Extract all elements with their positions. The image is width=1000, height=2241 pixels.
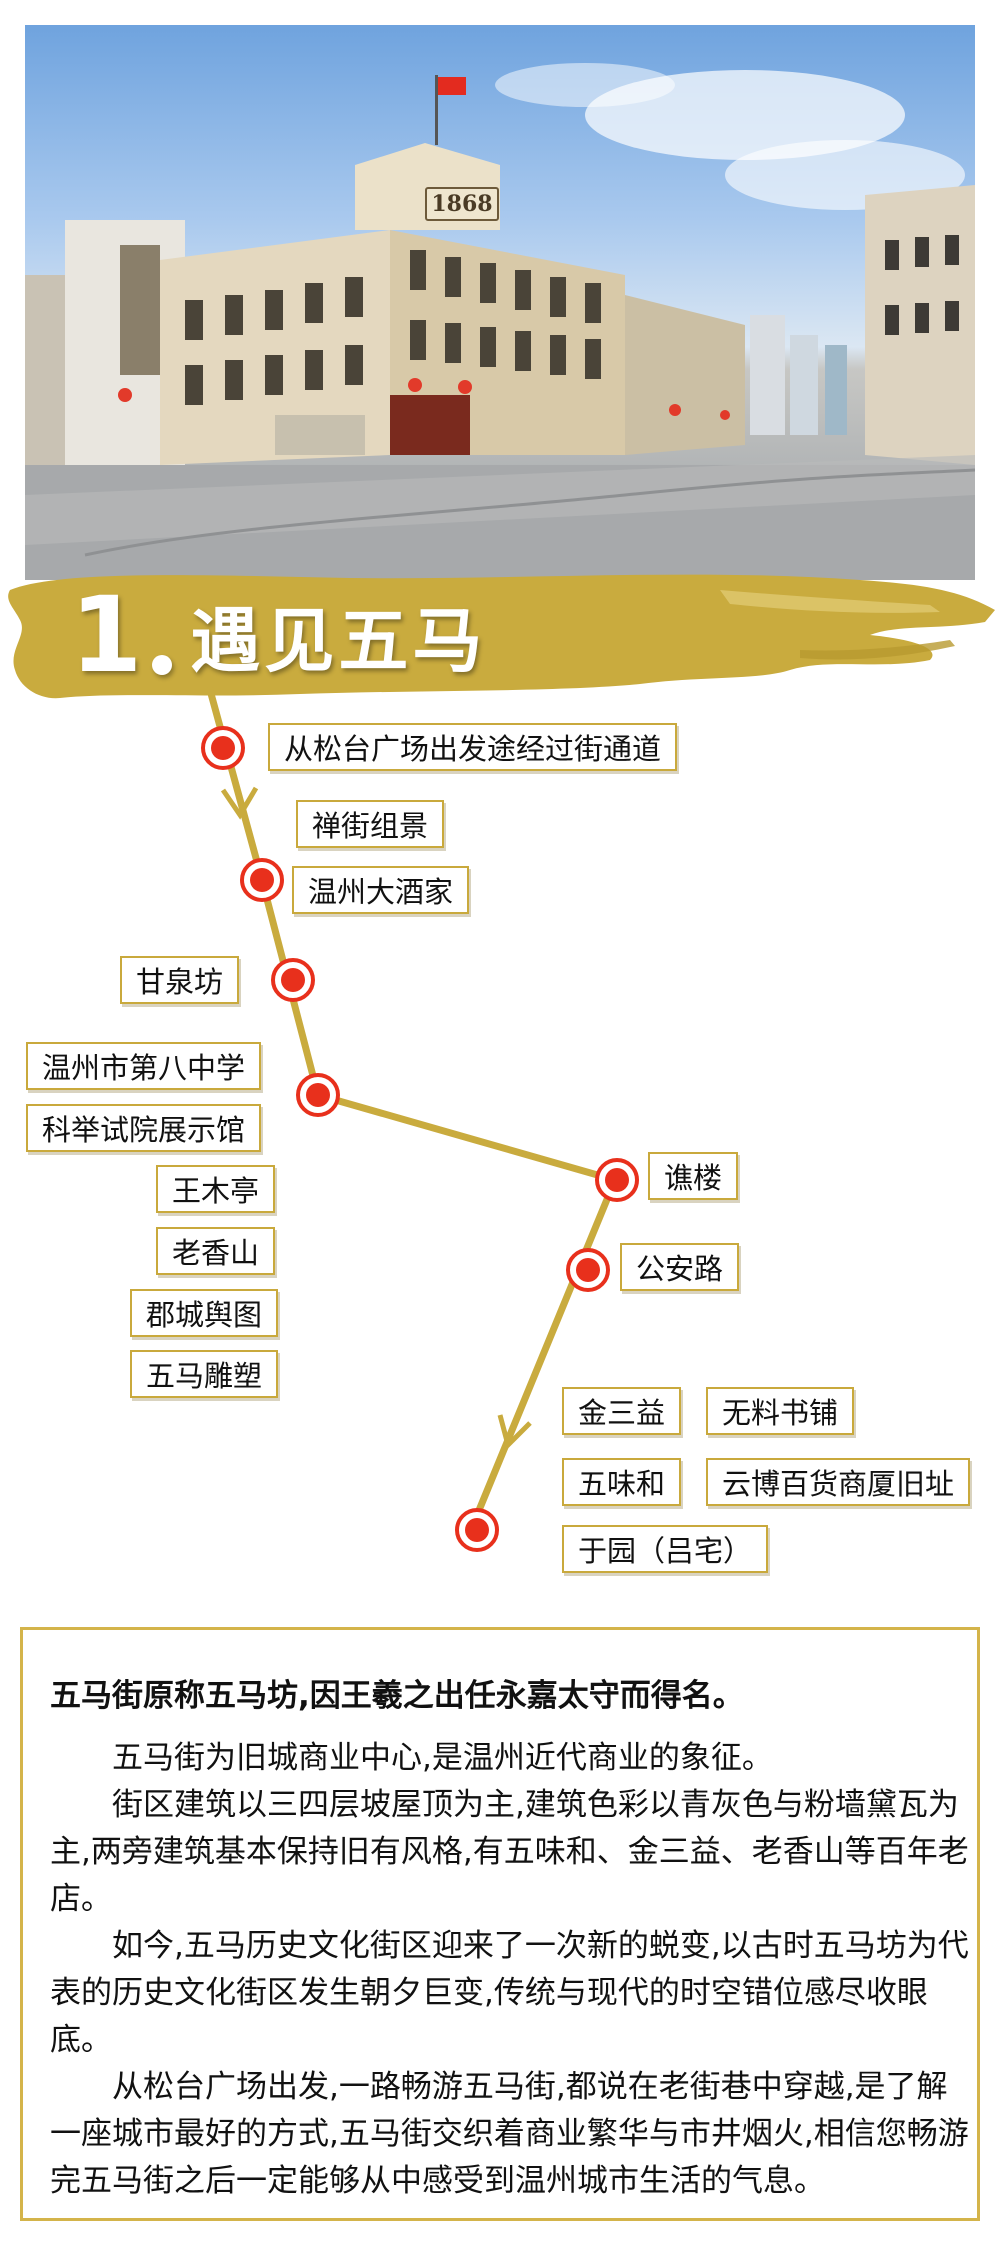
stop-label-wangmu: 王木亭 <box>156 1165 276 1213</box>
section-number-dot <box>152 655 173 675</box>
stop-label-yuyuan: 于园（吕宅） <box>562 1525 769 1573</box>
section-heading: 1 遇见五马 <box>70 575 486 695</box>
card-paragraph: 街区建筑以三四层坡屋顶为主,建筑色彩以青灰色与粉墙黛瓦为主,两旁建筑基本保持旧有… <box>50 1787 969 1917</box>
marker-icon <box>296 1073 340 1117</box>
marker-icon <box>240 858 284 902</box>
stop-label-jinsanyi: 金三益 <box>562 1387 682 1435</box>
marker-icon <box>455 1508 499 1552</box>
direction-arrow-icon <box>497 1414 532 1450</box>
section-title: 遇见五马 <box>190 599 487 682</box>
stop-label-start: 从松台广场出发途经过街通道 <box>268 723 678 771</box>
stop-label-wuliao: 无料书铺 <box>706 1387 855 1435</box>
stop-label-chanjie: 禅街组景 <box>296 800 445 848</box>
card-body: 五马街为旧城商业中心,是温州近代商业的象征。 街区建筑以三四层坡屋顶为主,建筑色… <box>50 1735 970 2205</box>
section-number: 1 <box>70 574 143 696</box>
street-photo: 1868 <box>25 25 975 580</box>
card-paragraph: 如今,五马历史文化街区迎来了一次新的蜕变,以古时五马坊为代表的历史文化街区发生朝… <box>50 1928 969 2058</box>
card-title: 五马街原称五马坊,因王羲之出任永嘉太守而得名。 <box>50 1678 744 1714</box>
stop-label-laoxiangshan: 老香山 <box>156 1227 276 1275</box>
marker-icon <box>595 1158 639 1202</box>
route-map <box>201 686 639 1552</box>
street-scene-illustration <box>25 63 975 580</box>
marker-icon <box>566 1248 610 1292</box>
stop-label-school: 温州市第八中学 <box>26 1042 262 1090</box>
stop-label-yunbo: 云博百货商厦旧址 <box>706 1458 971 1506</box>
description-card: 五马街原称五马坊,因王羲之出任永嘉太守而得名。 五马街为旧城商业中心,是温州近代… <box>20 1627 980 2221</box>
stop-label-wuweihe: 五味和 <box>562 1458 682 1506</box>
stop-label-hotel: 温州大酒家 <box>292 866 470 914</box>
direction-arrow-icon <box>220 786 259 820</box>
card-paragraph: 从松台广场出发,一路畅游五马街,都说在老街巷中穿越,是了解一座城市最好的方式,五… <box>50 2069 969 2199</box>
stop-label-qiaolou: 谯楼 <box>648 1152 739 1200</box>
card-paragraph: 五马街为旧城商业中心,是温州近代商业的象征。 <box>112 1740 773 1776</box>
marker-icon <box>201 726 245 770</box>
route-markers <box>201 726 639 1552</box>
stop-label-exam: 科举试院展示馆 <box>26 1104 262 1152</box>
stop-label-ganquan: 甘泉坊 <box>120 956 240 1004</box>
marker-icon <box>271 958 315 1002</box>
stop-label-gonganlu: 公安路 <box>620 1243 740 1291</box>
stop-label-juncheng: 郡城舆图 <box>130 1289 279 1337</box>
brush-banner <box>8 574 996 699</box>
year-sign: 1868 <box>425 187 499 221</box>
stop-label-sculpture: 五马雕塑 <box>130 1350 279 1398</box>
